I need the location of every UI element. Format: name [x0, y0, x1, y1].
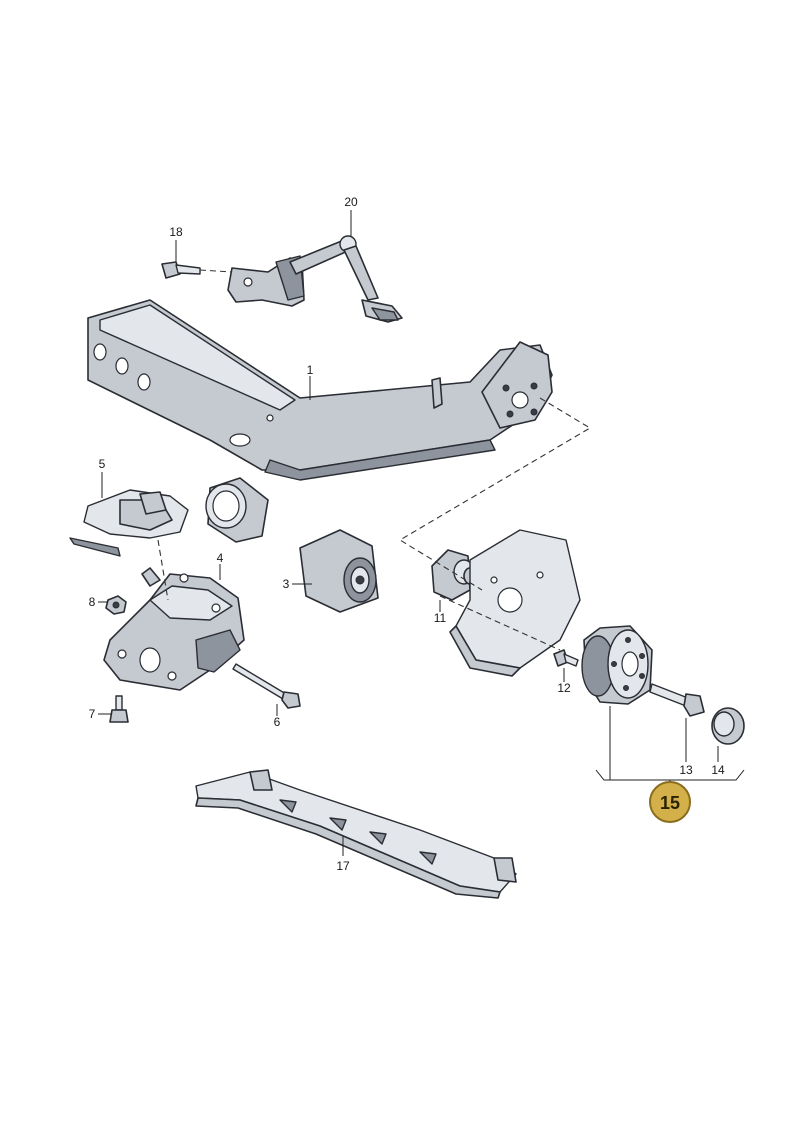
callout-17: 20	[344, 195, 358, 209]
callout-12: 12	[557, 681, 571, 695]
part-3-bushing	[299, 529, 379, 613]
callout-6: 6	[274, 715, 281, 729]
part-6-long-bolt	[232, 663, 301, 709]
callout-1: 1	[307, 363, 314, 377]
part-14-dust-cap	[711, 707, 745, 745]
part-12-bolt	[553, 649, 579, 667]
callout-18: 18	[169, 225, 183, 239]
part-17-level-sensor	[227, 235, 403, 323]
callout-11: 11	[434, 611, 447, 625]
part-15-wheel-hub	[581, 625, 653, 705]
callout-20: 17	[336, 859, 350, 873]
dashed-line-bracket	[157, 539, 169, 601]
part-13-axle-bolt	[649, 683, 705, 717]
callout-15-badge[interactable]: 15	[649, 781, 691, 823]
part-20-underbody-panel	[195, 769, 517, 899]
callout-4: 4	[217, 551, 224, 565]
backing-plate	[449, 529, 581, 677]
part-1-axle-beam	[87, 299, 553, 543]
callout-15: 15	[660, 793, 680, 813]
callout-8: 8	[89, 595, 96, 609]
part-18-bolt	[161, 261, 201, 279]
callout-5: 5	[99, 457, 106, 471]
part-4-mount-bracket	[103, 567, 245, 691]
callout-13: 13	[679, 763, 693, 777]
dashed-line-stub	[439, 595, 561, 651]
part-5-bracket-cover	[69, 489, 189, 557]
part-11-stub-axle	[431, 549, 477, 601]
leader-lines	[98, 210, 745, 856]
callout-14: 14	[711, 763, 725, 777]
part-8-nut	[105, 595, 127, 615]
callout-3: 3	[283, 577, 290, 591]
part-7-bolt	[109, 695, 129, 723]
callout-7: 7	[89, 707, 96, 721]
dashed-line-sensor-bolt	[199, 269, 233, 273]
